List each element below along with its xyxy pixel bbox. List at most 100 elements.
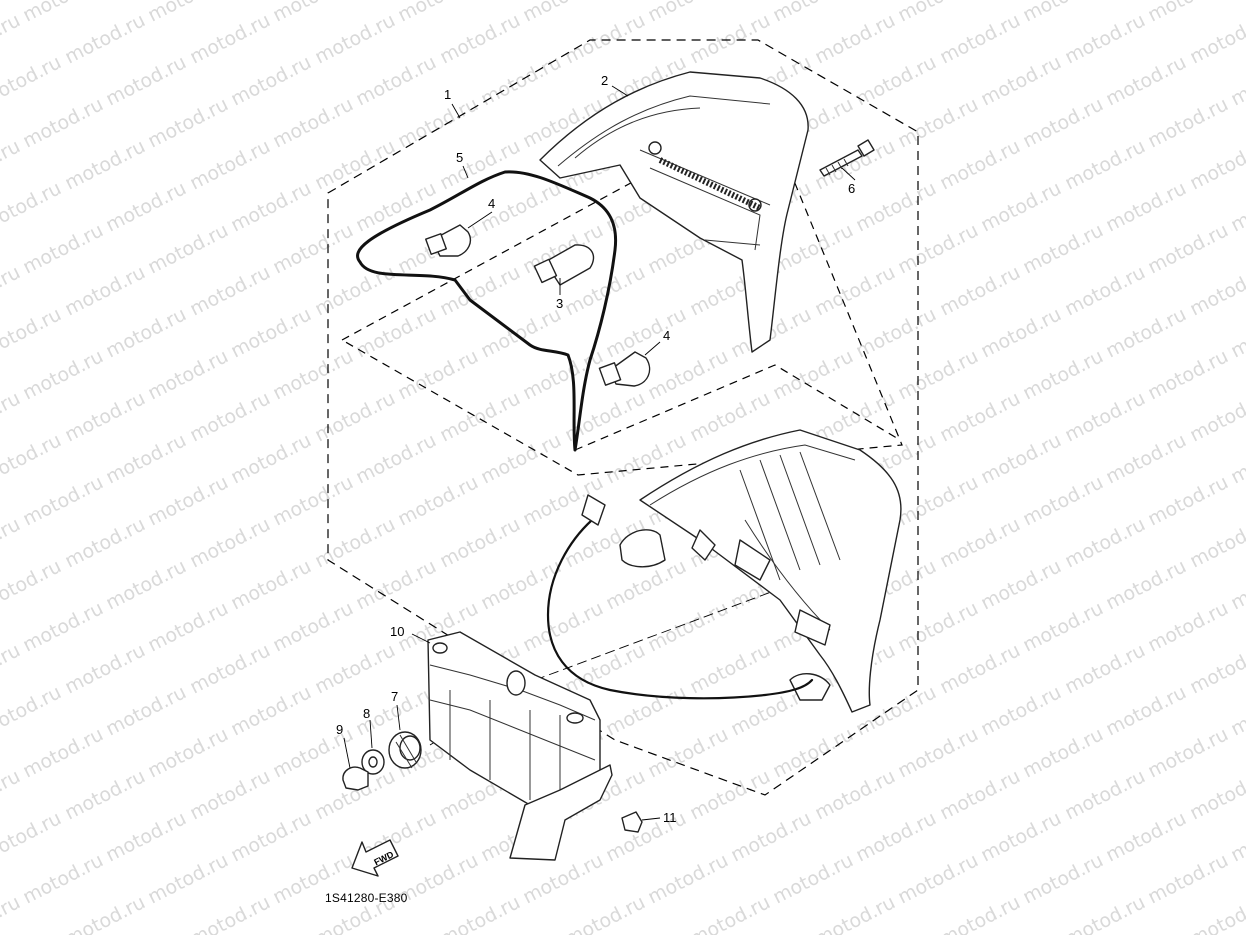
watermark-text: motod.ru: [1061, 135, 1149, 194]
watermark-text: motod.ru: [352, 51, 440, 110]
watermark-text: motod.ru: [1186, 639, 1246, 698]
watermark-text: motod.ru: [1144, 723, 1232, 782]
watermark-text: motod.ru: [769, 849, 857, 908]
watermark-text: motod.ru: [561, 891, 649, 935]
watermark-text: motod.ru: [186, 387, 274, 446]
watermark-text: motod.ru: [977, 51, 1065, 110]
watermark-text: motod.ru: [686, 765, 774, 824]
callout-11: 11: [663, 810, 677, 825]
watermark-text: motod.ru: [894, 849, 982, 908]
callout-10: 10: [390, 624, 404, 639]
watermark-text: motod.ru: [394, 471, 482, 530]
watermark-text: motod.ru: [102, 303, 190, 362]
watermark-text: motod.ru: [1061, 261, 1149, 320]
watermark-text: motod.ru: [19, 849, 107, 908]
watermark-text: motod.ru: [811, 891, 899, 935]
watermark-text: motod.ru: [436, 261, 524, 320]
watermark-text: motod.ru: [227, 51, 315, 110]
callout-1: 1: [444, 87, 451, 102]
watermark-text: motod.ru: [102, 555, 190, 614]
watermark-text: motod.ru: [0, 177, 65, 236]
watermark-text: motod.ru: [1144, 219, 1232, 278]
callout-4-lower: 4: [663, 328, 670, 343]
watermark-text: motod.ru: [477, 303, 565, 362]
watermark-text: motod.ru: [1227, 681, 1246, 740]
watermark-text: motod.ru: [311, 639, 399, 698]
watermark-text: motod.ru: [1144, 597, 1232, 656]
watermark-text: motod.ru: [144, 723, 232, 782]
watermark-text: motod.ru: [1186, 765, 1246, 824]
alignment-line-lower: [534, 584, 791, 681]
watermark-text: motod.ru: [0, 51, 65, 110]
watermark-text: motod.ru: [1144, 471, 1232, 530]
watermark-text: motod.ru: [602, 807, 690, 866]
watermark-text: motod.ru: [977, 177, 1065, 236]
watermark-text: motod.ru: [352, 303, 440, 362]
watermark-text: motod.ru: [227, 681, 315, 740]
watermark-text: motod.ru: [1061, 891, 1149, 935]
connector-icon: [581, 494, 606, 526]
watermark-text: motod.ru: [186, 9, 274, 68]
watermark-text: motod.ru: [894, 0, 982, 26]
watermark-text: motod.ru: [977, 303, 1065, 362]
watermark-text: motod.ru: [394, 0, 482, 26]
bulb-icon-stop: [533, 244, 595, 286]
watermark-text: motod.ru: [186, 891, 274, 935]
watermark-text: motod.ru: [0, 261, 24, 320]
watermark-text: motod.ru: [102, 681, 190, 740]
watermark-text: motod.ru: [269, 345, 357, 404]
watermark-text: motod.ru: [227, 555, 315, 614]
watermark-text: motod.ru: [269, 0, 357, 26]
watermark-text: motod.ru: [186, 513, 274, 572]
watermark-text: motod.ru: [1061, 387, 1149, 446]
watermark-text: motod.ru: [1144, 849, 1232, 908]
watermark-text: motod.ru: [686, 387, 774, 446]
watermark-text: motod.ru: [852, 807, 940, 866]
watermark-text: motod.ru: [311, 387, 399, 446]
bolt-icon: [819, 139, 875, 177]
watermark-text: motod.ru: [477, 429, 565, 488]
watermark-text: motod.ru: [644, 345, 732, 404]
callout-4-upper: 4: [488, 196, 495, 211]
watermark-text: motod.ru: [1102, 681, 1190, 740]
alignment-line-upper: [574, 364, 901, 451]
watermark-text: motod.ru: [0, 765, 24, 824]
watermark-text: motod.ru: [19, 93, 107, 152]
watermark-text: motod.ru: [1019, 723, 1107, 782]
callout-6: 6: [848, 181, 855, 196]
watermark-text: motod.ru: [644, 723, 732, 782]
watermark-text: motod.ru: [1019, 219, 1107, 278]
watermark-text: motod.ru: [186, 639, 274, 698]
watermark-text: motod.ru: [936, 765, 1024, 824]
callout-2: 2: [601, 73, 608, 88]
watermark-text: motod.ru: [977, 681, 1065, 740]
watermark-text: motod.ru: [0, 639, 24, 698]
watermark-text: motod.ru: [394, 93, 482, 152]
bulb-icon-upper: [425, 224, 472, 257]
diagram-reference-code: 1S41280-E380: [325, 891, 408, 905]
watermark-text: motod.ru: [1061, 9, 1149, 68]
watermark-text: motod.ru: [436, 513, 524, 572]
watermark-text: motod.ru: [1019, 597, 1107, 656]
watermark-text: motod.ru: [61, 513, 149, 572]
watermark-text: motod.ru: [936, 891, 1024, 935]
watermark-text: motod.ru: [769, 723, 857, 782]
watermark-text: motod.ru: [19, 597, 107, 656]
harness-icon: [356, 170, 618, 452]
watermark-text: motod.ru: [519, 597, 607, 656]
watermark-text: motod.ru: [894, 597, 982, 656]
watermark-text: motod.ru: [311, 9, 399, 68]
watermark-text: motod.ru: [144, 219, 232, 278]
watermark-text: motod.ru: [936, 135, 1024, 194]
watermark-text: motod.ru: [0, 303, 65, 362]
bulb-plane: [340, 109, 903, 476]
watermark-text: motod.ru: [686, 891, 774, 935]
callout-5: 5: [456, 150, 463, 165]
watermark-text: motod.ru: [0, 555, 65, 614]
watermark-text: motod.ru: [19, 723, 107, 782]
watermark-text: motod.ru: [1102, 303, 1190, 362]
watermark-text: motod.ru: [561, 9, 649, 68]
watermark-text: motod.ru: [977, 807, 1065, 866]
washer-icon: [361, 749, 385, 775]
watermark-text: motod.ru: [894, 345, 982, 404]
